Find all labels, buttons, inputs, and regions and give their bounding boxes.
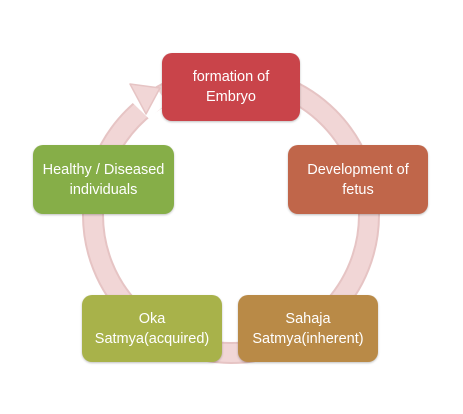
node-label: Development of fetus (307, 161, 409, 198)
node-label: Healthy / Diseased individuals (42, 161, 165, 198)
node-development-of-fetus: Development of fetus (288, 145, 428, 214)
cycle-arrowhead (129, 83, 161, 115)
node-healthy-diseased-individuals: Healthy / Diseased individuals (33, 145, 174, 214)
node-formation-of-embryo: formation of Embryo (162, 53, 300, 121)
node-label: Oka Satmya(acquired) (94, 310, 210, 347)
node-sahaja-satmya: Sahaja Satmya(inherent) (238, 295, 378, 362)
node-label: formation of Embryo (192, 69, 270, 105)
node-label: Sahaja Satmya(inherent) (252, 310, 364, 347)
node-oka-satmya: Oka Satmya(acquired) (82, 295, 222, 362)
